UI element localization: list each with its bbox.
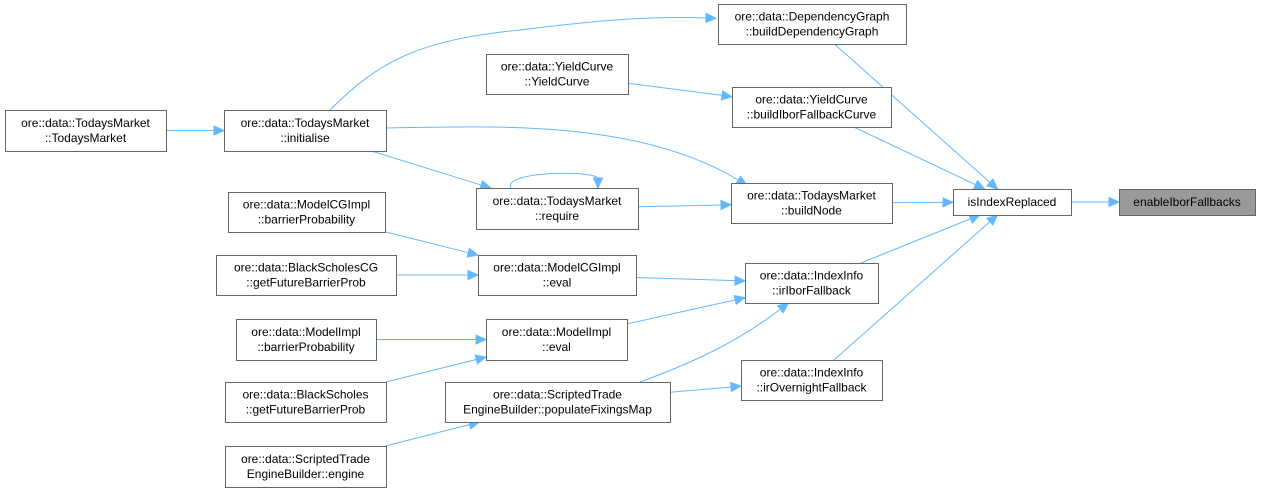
edge-buildnode-to-isrep: [891, 197, 955, 208]
node-cgeval[interactable]: ore::data::ModelCGImpl::eval: [478, 255, 637, 296]
node-label: ::TodaysMarket: [45, 131, 127, 145]
node-require[interactable]: ore::data::TodaysMarket::require: [476, 188, 639, 230]
node-box: [953, 189, 1072, 216]
node-init[interactable]: ore::data::TodaysMarket::initialise: [224, 110, 387, 152]
node-label: isIndexReplaced: [968, 195, 1057, 209]
node-label: ore::data::ScriptedTrade: [241, 452, 370, 466]
edge-init-to-buildnode: [385, 126, 748, 186]
node-box: [228, 192, 386, 233]
node-tmctor[interactable]: ore::data::TodaysMarket::TodaysMarket: [5, 110, 167, 152]
node-label: enableIborFallbacks: [1133, 195, 1240, 209]
node-buildnode[interactable]: ore::data::TodaysMarket::buildNode: [731, 183, 893, 224]
node-box: [486, 54, 629, 95]
edge-bs-to-mieval: [385, 354, 488, 383]
edge-bscg-to-cgeval: [396, 269, 480, 281]
node-box: [216, 255, 397, 296]
node-label: ::barrierProbability: [258, 213, 355, 227]
node-box: [225, 446, 387, 488]
node-label: ore::data::ModelCGImpl: [243, 198, 370, 212]
node-box: [478, 255, 637, 296]
node-label: ::initialise: [280, 131, 330, 145]
node-depgraph[interactable]: ore::data::DependencyGraph::buildDepende…: [718, 4, 907, 45]
nodes: enableIborFallbacksisIndexReplacedore::d…: [5, 4, 1256, 488]
node-box: [1119, 189, 1256, 216]
node-label: ore::data::TodaysMarket: [21, 116, 150, 130]
node-pfm[interactable]: ore::data::ScriptedTradeEngineBuilder::p…: [445, 382, 671, 423]
edge-pfm-to-iribor: [639, 302, 790, 383]
node-label: ore::data::ModelCGImpl: [493, 261, 620, 275]
node-irovn[interactable]: ore::data::IndexInfo::irOvernightFallbac…: [741, 360, 883, 401]
node-label: ore::data::YieldCurve: [501, 60, 614, 74]
node-label: ore::data::TodaysMarket: [241, 116, 370, 130]
node-label: ore::data::ModelImpl: [251, 325, 360, 339]
node-label: ::barrierProbability: [257, 340, 354, 354]
node-box: [745, 263, 879, 304]
node-ibcurve[interactable]: ore::data::YieldCurve::buildIborFallback…: [732, 87, 892, 128]
edge-init-to-require: [371, 150, 492, 190]
node-box: [445, 382, 671, 423]
node-label: ::YieldCurve: [525, 75, 590, 89]
edge-mibp-to-mieval: [376, 334, 488, 345]
edge-cgeval-to-iribor: [635, 275, 747, 286]
edge-yc-to-ibcurve: [627, 82, 734, 101]
node-box: [5, 110, 167, 152]
node-box: [476, 188, 639, 230]
node-label: ore::data::IndexInfo: [760, 366, 864, 380]
node-box: [718, 4, 907, 45]
node-cgbp[interactable]: ore::data::ModelCGImpl::barrierProbabili…: [228, 192, 386, 233]
node-label: ::irIborFallback: [772, 284, 852, 298]
edge-irovn-to-isrep: [833, 214, 999, 361]
node-label: ::buildDependencyGraph: [746, 25, 879, 39]
node-box: [731, 183, 893, 224]
node-label: ::require: [535, 209, 579, 223]
node-label: ore::data::DependencyGraph: [735, 10, 890, 24]
node-bs[interactable]: ore::data::BlackScholes::getFutureBarrie…: [225, 382, 387, 423]
node-label: ore::data::ModelImpl: [502, 325, 611, 339]
edge-engine-to-pfm: [385, 419, 481, 447]
node-label: EngineBuilder::engine: [247, 467, 365, 481]
node-mieval[interactable]: ore::data::ModelImpl::eval: [486, 319, 628, 361]
edge-tmctor-to-init: [166, 125, 226, 136]
edges: [166, 12, 1121, 447]
node-label: EngineBuilder::populateFixingsMap: [463, 403, 652, 417]
node-label: ::eval: [543, 276, 572, 290]
edge-require-to-buildnode: [637, 199, 733, 211]
node-label: ::eval: [542, 340, 571, 354]
node-box: [732, 87, 892, 128]
node-engine[interactable]: ore::data::ScriptedTradeEngineBuilder::e…: [225, 446, 387, 488]
edge-isrep-to-enable: [1071, 196, 1121, 208]
node-box: [236, 319, 377, 361]
edge-cgbp-to-cgeval: [384, 231, 480, 258]
node-label: ore::data::TodaysMarket: [493, 194, 622, 208]
node-box: [741, 360, 883, 401]
node-label: ore::data::YieldCurve: [755, 93, 868, 107]
node-box: [486, 319, 628, 361]
node-label: ::getFutureBarrierProb: [246, 403, 366, 417]
node-isrep[interactable]: isIndexReplaced: [953, 189, 1072, 216]
node-label: ::buildIborFallbackCurve: [747, 108, 877, 122]
edge-ibcurve-to-isrep: [853, 126, 986, 190]
node-box: [225, 382, 387, 423]
node-mibp[interactable]: ore::data::ModelImpl::barrierProbability: [236, 319, 377, 361]
node-label: ore::data::BlackScholesCG: [234, 261, 378, 275]
edge-require-to-require: [510, 172, 604, 190]
node-label: ::getFutureBarrierProb: [246, 276, 366, 290]
node-yc[interactable]: ore::data::YieldCurve::YieldCurve: [486, 54, 629, 95]
edge-depgraph-to-isrep: [834, 43, 999, 190]
node-enable[interactable]: enableIborFallbacks: [1119, 189, 1256, 216]
node-label: ::irOvernightFallback: [756, 381, 867, 395]
node-iribor[interactable]: ore::data::IndexInfo::irIborFallback: [745, 263, 879, 304]
edge-pfm-to-irovn: [669, 381, 743, 393]
edge-init-to-depgraph: [329, 12, 718, 111]
edge-mieval-to-iribor: [626, 294, 747, 325]
node-label: ore::data::IndexInfo: [760, 269, 864, 283]
node-label: ::buildNode: [781, 204, 842, 218]
node-bscg[interactable]: ore::data::BlackScholesCG::getFutureBarr…: [216, 255, 397, 296]
node-label: ore::data::TodaysMarket: [747, 189, 876, 203]
node-label: ore::data::ScriptedTrade: [493, 388, 622, 402]
node-box: [224, 110, 387, 152]
node-label: ore::data::BlackScholes: [242, 388, 368, 402]
